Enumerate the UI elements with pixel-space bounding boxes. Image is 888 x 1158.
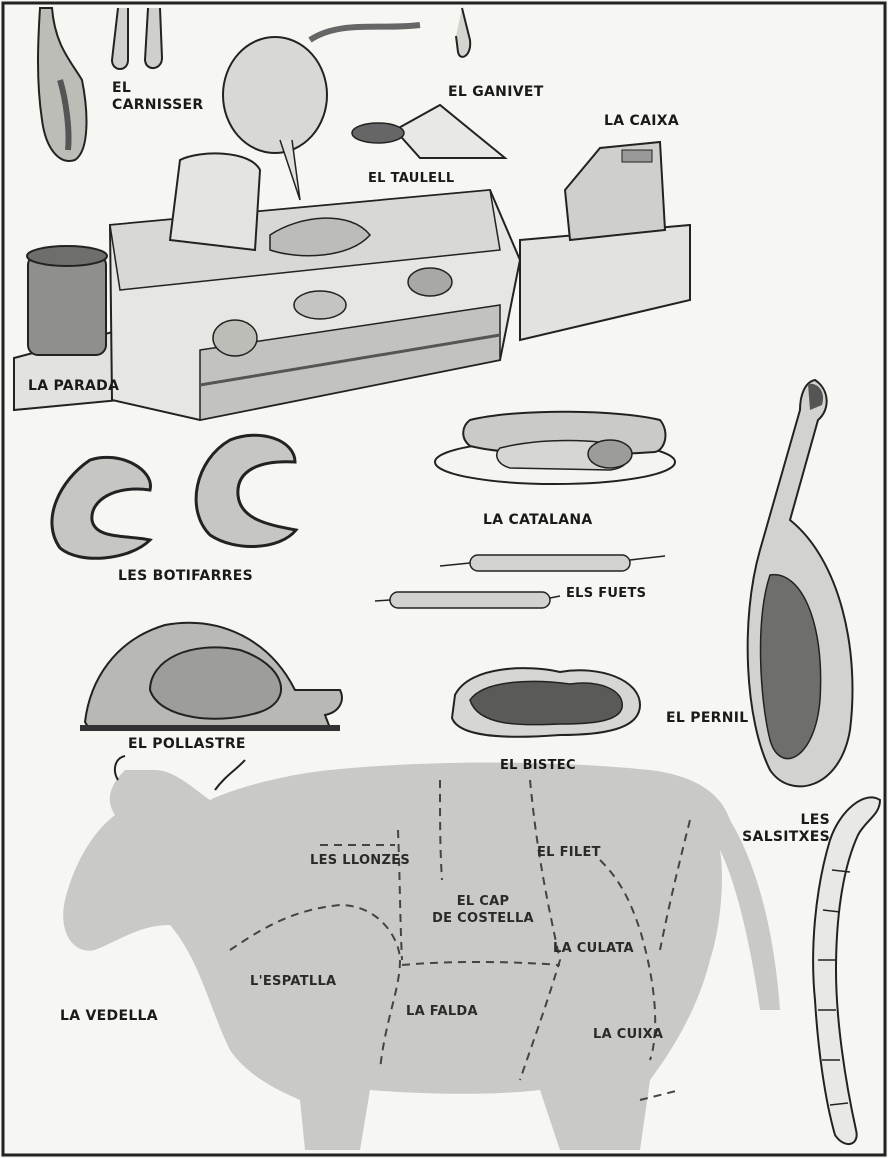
label-pernil: EL PERNIL [666,710,749,727]
stall-drawing [14,105,690,420]
label-falda: LA FALDA [406,1003,478,1020]
label-carnisser: EL CARNISSER [112,80,203,114]
label-taulell: EL TAULELL [368,170,455,187]
label-fuets: ELS FUETS [566,585,646,602]
label-cap-costella: EL CAP DE COSTELLA [418,893,548,927]
botifarres-drawing [52,435,296,558]
label-salsitxes: LES SALSITXES [730,812,830,846]
label-pollastre: EL POLLASTRE [128,736,246,753]
label-bistec: EL BISTEC [500,757,576,774]
catalana-drawing [435,412,675,484]
label-ganivet: EL GANIVET [448,84,544,101]
label-vedella: LA VEDELLA [60,1008,158,1025]
label-parada: LA PARADA [28,378,119,395]
label-filet: EL FILET [537,844,601,861]
label-caixa: LA CAIXA [604,113,679,130]
bistec-drawing [452,668,640,737]
label-catalana: LA CATALANA [483,512,593,529]
vedella-drawing [63,756,780,1150]
label-culata: LA CULATA [553,940,634,957]
salsitxes-drawing [813,797,880,1144]
label-botifarres: LES BOTIFARRES [118,568,253,585]
label-espatlla: L'ESPATLLA [250,973,336,990]
pernil-drawing [748,380,853,786]
label-cuixa: LA CUIXA [593,1026,663,1043]
pollastre-drawing [80,623,342,731]
label-llonzes: LES LLONZES [310,852,410,869]
